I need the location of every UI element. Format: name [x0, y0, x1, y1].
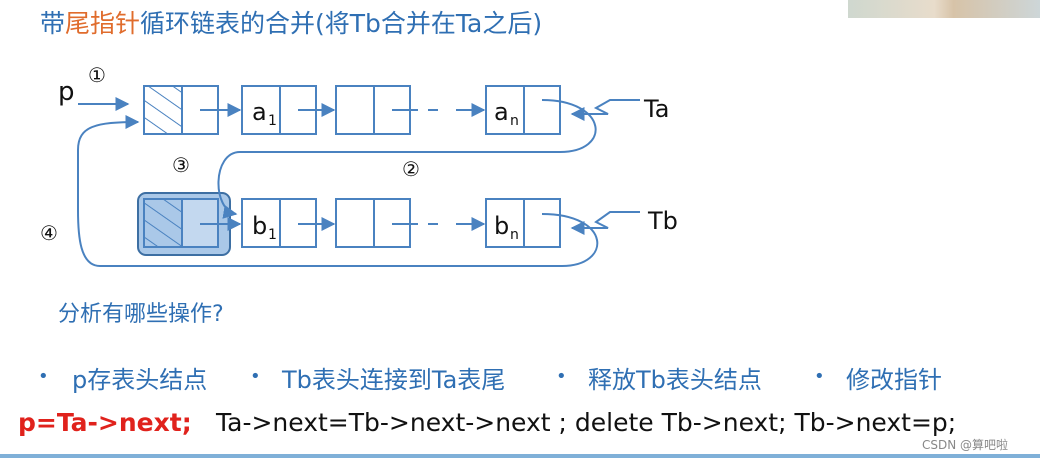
step2-marker: ② [402, 157, 420, 181]
operation-4: 修改指针 [846, 360, 942, 395]
pointer-tb-label: Tb [647, 207, 678, 235]
code-line-1: p=Ta->next; [18, 408, 192, 437]
operation-3: 释放Tb表头结点 [588, 360, 762, 395]
bottom-border [0, 454, 1040, 458]
a1-label: a [252, 98, 267, 126]
pointer-ta-label: Ta [643, 95, 669, 123]
bullet-3: • [556, 366, 567, 387]
pointer-p-label: p [58, 77, 75, 107]
operation-2: Tb表头连接到Ta表尾 [282, 360, 505, 395]
step1-marker: ① [88, 63, 106, 87]
b1-subscript: 1 [268, 227, 277, 243]
bullet-2: • [250, 366, 261, 387]
an-label: a [494, 98, 509, 126]
bullet-4: • [814, 366, 825, 387]
b1-label: b [252, 212, 267, 240]
a1-subscript: 1 [268, 113, 277, 129]
step4-marker: ④ [40, 221, 58, 245]
bn-subscript: n [510, 227, 519, 243]
step3-marker: ③ [172, 153, 190, 177]
question-text: 分析有哪些操作? [58, 296, 224, 328]
operation-1: p存表头结点 [72, 360, 207, 395]
bn-label: b [494, 212, 509, 240]
bullet-1: • [38, 366, 49, 387]
code-line-2: Ta->next=Tb->next->next ; delete Tb->nex… [216, 408, 956, 437]
watermark: CSDN @算吧啦 [922, 436, 1008, 453]
an-subscript: n [510, 113, 519, 129]
